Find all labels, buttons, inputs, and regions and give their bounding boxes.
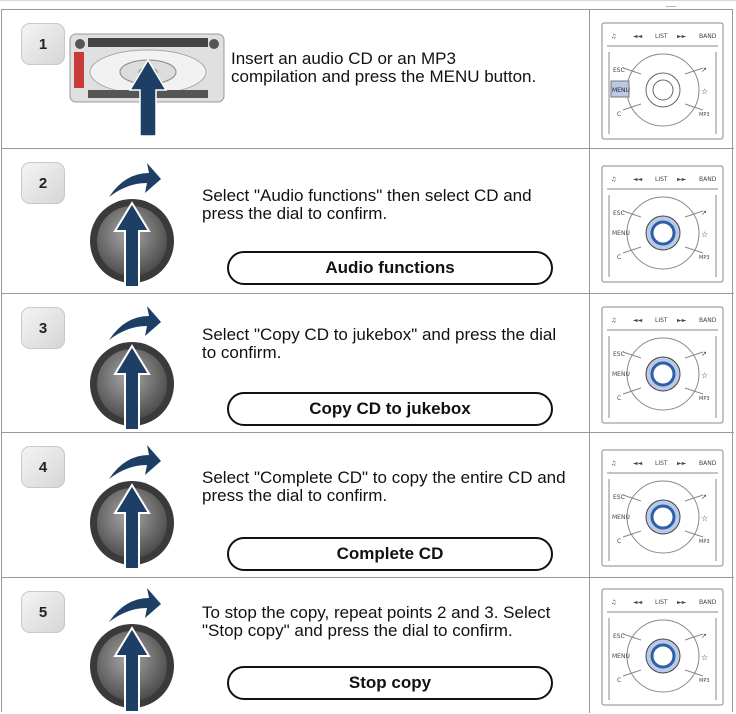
column-divider: [589, 10, 590, 148]
panel-button-label: ◄◄: [633, 460, 643, 467]
panel-side-label: ☆: [701, 230, 708, 239]
control-panel-icon: ♫ ◄◄ LIST ►► BAND ESC MENU C ↗ ☆ MP3: [601, 22, 724, 140]
step-text: Insert an audio CD or an MP3 compilation…: [231, 49, 537, 86]
panel-side-label: MP3: [699, 255, 710, 261]
panel-side-label: MP3: [699, 396, 710, 402]
panel-side-label: MENU: [612, 371, 630, 378]
panel-button-label: ►►: [677, 599, 687, 606]
panel-button-label: ◄◄: [633, 176, 643, 183]
menu-option-box: Audio functions: [227, 251, 553, 285]
step-number: 1: [21, 23, 65, 65]
rotate-press-dial-icon: [90, 306, 174, 431]
column-divider: [589, 578, 590, 713]
control-panel-icon: ♫ ◄◄ LIST ►► BAND ESC MENU C ↗ ☆ MP3: [601, 306, 724, 424]
panel-side-label: ☆: [701, 514, 708, 523]
panel-side-label: MENU: [612, 230, 630, 237]
cd-player-icon: [69, 33, 225, 137]
step-number: 4: [21, 446, 65, 488]
panel-side-label: ↗: [701, 209, 707, 217]
column-divider: [589, 149, 590, 293]
panel-button-label: BAND: [699, 317, 717, 324]
panel-side-label: C: [617, 254, 621, 261]
panel-button-label: ◄◄: [633, 317, 643, 324]
step-row-5: 5 To stop the copy, repeat points 2 and …: [2, 578, 734, 713]
panel-button-label: BAND: [699, 599, 717, 606]
rotate-press-dial-icon: [90, 445, 174, 570]
step-row-1: 1 Insert an audio CD or an MP3 compilati…: [2, 10, 734, 149]
panel-button-label: ►►: [677, 176, 687, 183]
step-number: 2: [21, 162, 65, 204]
panel-button-label: ◄◄: [633, 599, 643, 606]
panel-side-label: ESC: [613, 494, 625, 501]
menu-option-box: Complete CD: [227, 537, 553, 571]
panel-button-label: BAND: [699, 176, 717, 183]
panel-side-label: C: [617, 677, 621, 684]
panel-side-label: ESC: [613, 351, 625, 358]
panel-button-label: ♫: [611, 599, 616, 606]
panel-side-label: MP3: [699, 678, 710, 684]
panel-button-label: BAND: [699, 33, 717, 40]
panel-button-label: LIST: [655, 176, 668, 183]
panel-side-label: ↗: [701, 493, 707, 501]
menu-option-box: Stop copy: [227, 666, 553, 700]
panel-side-label: ☆: [701, 371, 708, 380]
panel-side-label: C: [617, 111, 621, 118]
panel-button-label: LIST: [655, 33, 668, 40]
panel-side-label: ↗: [701, 632, 707, 640]
panel-button-label: ♫: [611, 33, 616, 40]
panel-side-label: ☆: [701, 87, 708, 96]
page-top-rule: [0, 0, 736, 7]
panel-button-label: BAND: [699, 460, 717, 467]
panel-side-label: MENU: [612, 653, 630, 660]
step-row-4: 4 Select "Complete CD" to copy the entir…: [2, 433, 734, 578]
column-divider: [589, 433, 590, 577]
panel-button-label: ♫: [611, 317, 616, 324]
panel-button-label: LIST: [655, 599, 668, 606]
panel-side-label: ESC: [613, 633, 625, 640]
step-row-3: 3 Select "Copy CD to jukebox" and press …: [2, 294, 734, 433]
steps-table: 1 Insert an audio CD or an MP3 compilati…: [1, 9, 734, 713]
control-panel-icon: ♫ ◄◄ LIST ►► BAND ESC MENU C ↗ ☆ MP3: [601, 165, 724, 283]
panel-button-label: ►►: [677, 317, 687, 324]
step-text: Select "Complete CD" to copy the entire …: [202, 468, 566, 505]
step-text: Select "Audio functions" then select CD …: [202, 186, 532, 223]
panel-side-label: C: [617, 395, 621, 402]
panel-button-label: ►►: [677, 33, 687, 40]
step-text: Select "Copy CD to jukebox" and press th…: [202, 325, 557, 362]
panel-side-label: ↗: [701, 350, 707, 358]
panel-button-label: ◄◄: [633, 33, 643, 40]
panel-side-label: MP3: [699, 539, 710, 545]
panel-side-label: C: [617, 538, 621, 545]
panel-side-label: MP3: [699, 112, 710, 118]
step-number: 3: [21, 307, 65, 349]
control-panel-icon: ♫ ◄◄ LIST ►► BAND ESC MENU C ↗ ☆ MP3: [601, 588, 724, 706]
panel-button-label: LIST: [655, 317, 668, 324]
step-row-2: 2 Select "Audio functions" then select C…: [2, 149, 734, 294]
column-divider: [589, 294, 590, 432]
rotate-press-dial-icon: [90, 588, 174, 713]
menu-option-box: Copy CD to jukebox: [227, 392, 553, 426]
panel-side-label: MENU: [612, 514, 630, 521]
panel-button-label: ♫: [611, 460, 616, 467]
control-panel-icon: ♫ ◄◄ LIST ►► BAND ESC MENU C ↗ ☆ MP3: [601, 449, 724, 567]
panel-side-label: ☆: [701, 653, 708, 662]
rotate-press-dial-icon: [90, 163, 174, 288]
step-text: To stop the copy, repeat points 2 and 3.…: [202, 603, 551, 640]
panel-button-label: ♫: [611, 176, 616, 183]
panel-side-label: ESC: [613, 210, 625, 217]
panel-side-label: ESC: [613, 67, 625, 74]
panel-button-label: ►►: [677, 460, 687, 467]
panel-side-label: MENU: [612, 87, 630, 94]
panel-side-label: ↗: [701, 66, 707, 74]
step-number: 5: [21, 591, 65, 633]
panel-button-label: LIST: [655, 460, 668, 467]
